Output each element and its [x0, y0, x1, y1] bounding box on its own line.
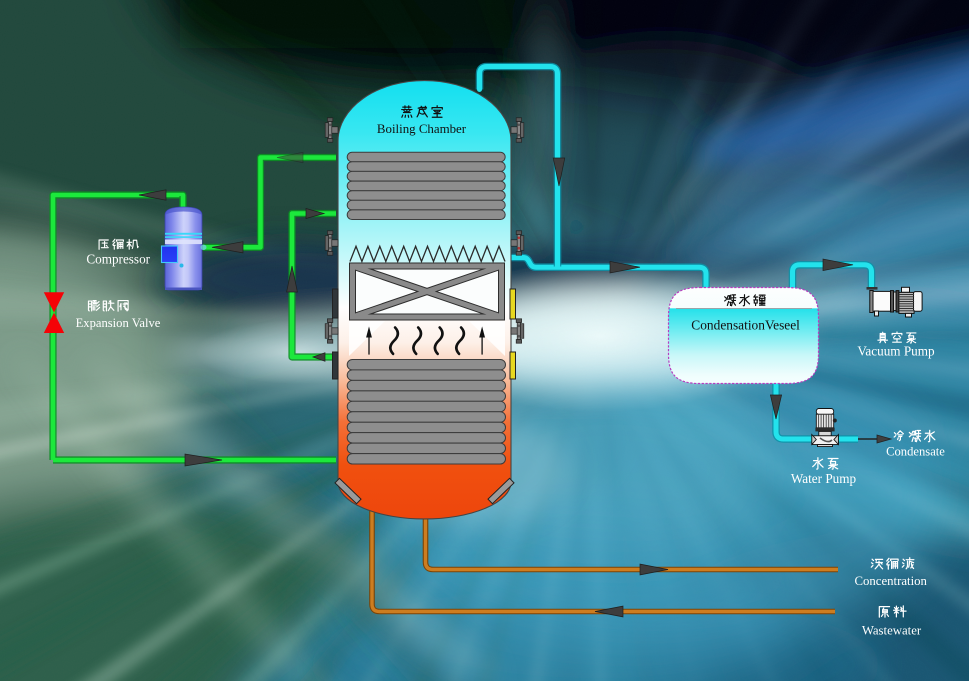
svg-text:Concentration: Concentration	[854, 574, 927, 588]
svg-text:Vacuum Pump: Vacuum Pump	[857, 344, 935, 359]
svg-text:Water Pump: Water Pump	[791, 471, 857, 486]
svg-text:CondensationVeseel: CondensationVeseel	[691, 317, 800, 332]
svg-text:Condensate: Condensate	[886, 445, 945, 459]
svg-text:Expansion Valve: Expansion Valve	[76, 316, 161, 330]
svg-text:Wastewater: Wastewater	[862, 624, 922, 638]
svg-text:Compressor: Compressor	[86, 251, 150, 266]
svg-text:Boiling Chamber: Boiling Chamber	[377, 122, 467, 136]
